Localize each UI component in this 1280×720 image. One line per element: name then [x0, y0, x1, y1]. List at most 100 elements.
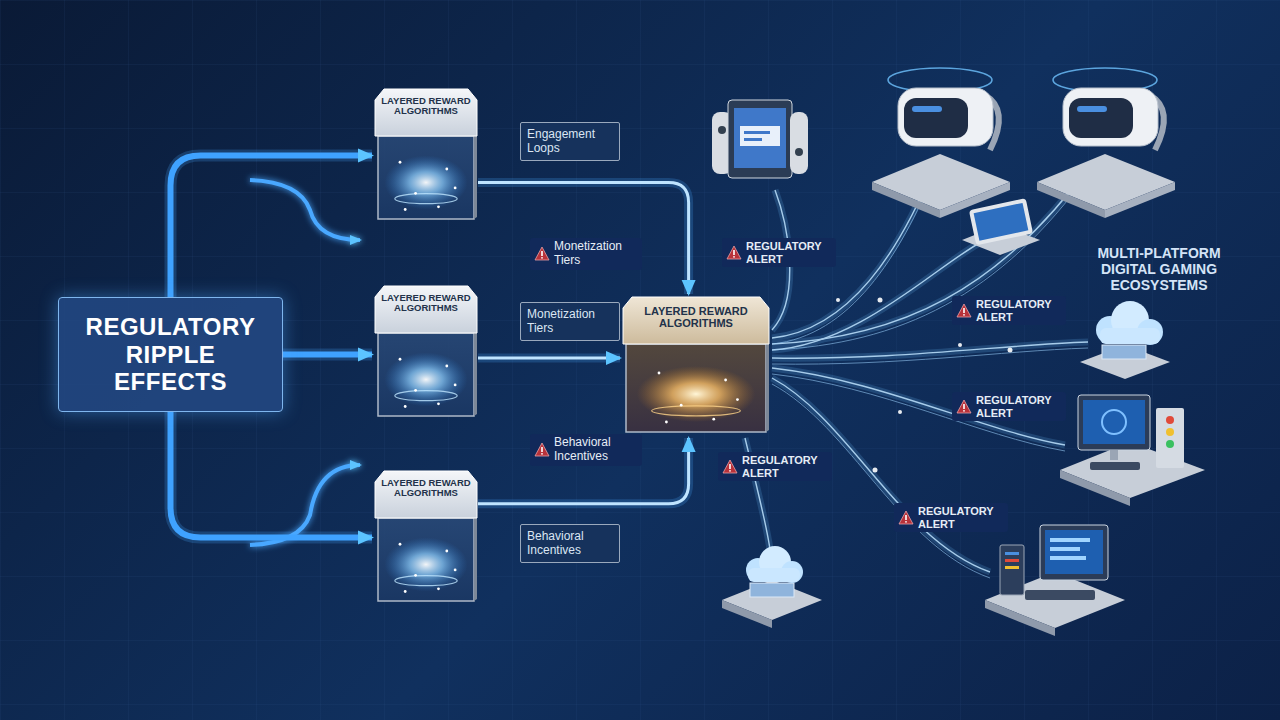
- title-box: REGULATORY RIPPLE EFFECTS: [58, 297, 283, 412]
- desktop-computer: [1102, 410, 1126, 434]
- alert-triangle: [535, 443, 549, 456]
- data-stream: [772, 368, 1065, 445]
- node-text: LAYERED REWARD ALGORITHMS: [380, 478, 472, 499]
- desktop-computer: [1090, 462, 1140, 470]
- alert-label: REGULATORY ALERT: [722, 238, 836, 267]
- tag-box: Monetization Tiers: [520, 302, 620, 341]
- data-stream: [772, 342, 1088, 358]
- cube-sparkle: [414, 192, 417, 195]
- handheld-console: [734, 108, 786, 168]
- alert-dot: [963, 314, 965, 316]
- tablet-device: [969, 198, 1033, 245]
- cube-sparkle: [445, 168, 448, 171]
- data-stream: [873, 468, 878, 473]
- connector-glow: [478, 354, 620, 363]
- cube-top: [375, 286, 477, 333]
- vr-headset: [898, 88, 993, 146]
- pc-workstation: [985, 525, 1125, 636]
- tablet-device: [969, 198, 1033, 245]
- vr-headset: [912, 106, 942, 112]
- alert-text: REGULATORY ALERT: [976, 394, 1062, 419]
- data-stream: [1008, 348, 1013, 353]
- tablet-device: [962, 198, 1040, 255]
- data-stream: [772, 348, 1088, 364]
- alert-icon: [726, 245, 742, 260]
- node-text: LAYERED REWARD ALGORITHMS: [628, 306, 764, 330]
- handheld-console: [744, 131, 770, 134]
- cube-ring: [395, 391, 457, 401]
- vr-headset: [904, 98, 968, 138]
- algorithm-cube: LAYERED REWARD ALGORITHMS: [622, 296, 770, 436]
- cube-sparkle: [454, 187, 457, 190]
- cube-sparkle: [712, 418, 715, 421]
- desktop-computer: [1083, 400, 1145, 444]
- cube-sparkle: [399, 358, 402, 361]
- data-stream: [745, 165, 1090, 572]
- pc-workstation: [1005, 552, 1019, 555]
- handheld-console: [740, 126, 780, 146]
- cube-sparkle: [437, 402, 440, 405]
- cloud-server: [1080, 345, 1170, 379]
- alert-text: REGULATORY ALERT: [976, 298, 1062, 323]
- cube-top: [623, 297, 769, 344]
- alert-bar: [729, 464, 731, 469]
- alert-bar: [541, 447, 543, 452]
- cube-sparkle: [399, 161, 402, 164]
- alert-label: REGULATORY ALERT: [894, 503, 1008, 532]
- desktop-computer: [1166, 440, 1174, 448]
- alert-bar: [541, 251, 543, 256]
- cube-glow: [637, 366, 755, 422]
- connector-glow: [171, 412, 373, 538]
- vr-headset: [872, 68, 1010, 218]
- data-stream: [836, 298, 840, 302]
- alert-bar: [905, 515, 907, 520]
- cloud-server: [1102, 345, 1146, 359]
- cube-sparkle: [414, 574, 417, 577]
- vr-headset: [1037, 68, 1175, 218]
- data-stream: [745, 165, 1090, 572]
- alert-icon: [722, 459, 738, 474]
- vr-headset: [1037, 182, 1105, 218]
- alert-icon: [898, 510, 914, 525]
- node-text: Engagement Loops: [527, 127, 613, 156]
- vr-headset: [872, 154, 1010, 210]
- cube-glass: [378, 333, 474, 416]
- desktop-computer: [1060, 470, 1130, 506]
- cube-side: [474, 329, 477, 416]
- data-stream: [958, 343, 962, 347]
- algorithm-cube: LAYERED REWARD ALGORITHMS: [374, 470, 478, 605]
- tag-box: Engagement Loops: [520, 122, 620, 161]
- pc-workstation: [1050, 556, 1086, 560]
- vr-headset: [872, 182, 940, 218]
- section-heading: MULTI-PLATFORM DIGITAL GAMING ECOSYSTEMS: [1084, 245, 1234, 293]
- cube-sparkle: [437, 205, 440, 208]
- flow-arrow: [478, 183, 689, 295]
- alert-label: Monetization Tiers: [530, 238, 642, 270]
- flow-arrow: [478, 357, 620, 360]
- alert-label: REGULATORY ALERT: [718, 452, 832, 481]
- flow-arrow: [171, 156, 373, 298]
- connector-glow: [283, 349, 372, 361]
- alert-triangle: [727, 246, 741, 259]
- alert-text: REGULATORY ALERT: [742, 454, 828, 479]
- cloud-server: [722, 546, 822, 628]
- cube-sparkle: [680, 404, 683, 407]
- desktop-computer: [1060, 395, 1205, 506]
- vr-headset: [1063, 88, 1158, 146]
- alert-icon: [534, 246, 550, 261]
- cube-glow: [384, 156, 467, 210]
- cube-sparkle: [658, 372, 661, 375]
- cube-sparkle: [404, 208, 407, 211]
- data-stream: [878, 298, 883, 303]
- algorithm-cube: LAYERED REWARD ALGORITHMS: [374, 285, 478, 420]
- pc-workstation: [1045, 530, 1103, 574]
- cube-ring: [395, 576, 457, 586]
- desktop-computer: [1110, 450, 1118, 460]
- alert-text: Monetization Tiers: [554, 240, 638, 268]
- vr-headset: [1069, 98, 1133, 138]
- cloud-server: [1080, 301, 1170, 379]
- pc-workstation: [1040, 525, 1108, 580]
- alert-dot: [541, 453, 543, 455]
- alert-text: Behavioral Incentives: [554, 436, 638, 464]
